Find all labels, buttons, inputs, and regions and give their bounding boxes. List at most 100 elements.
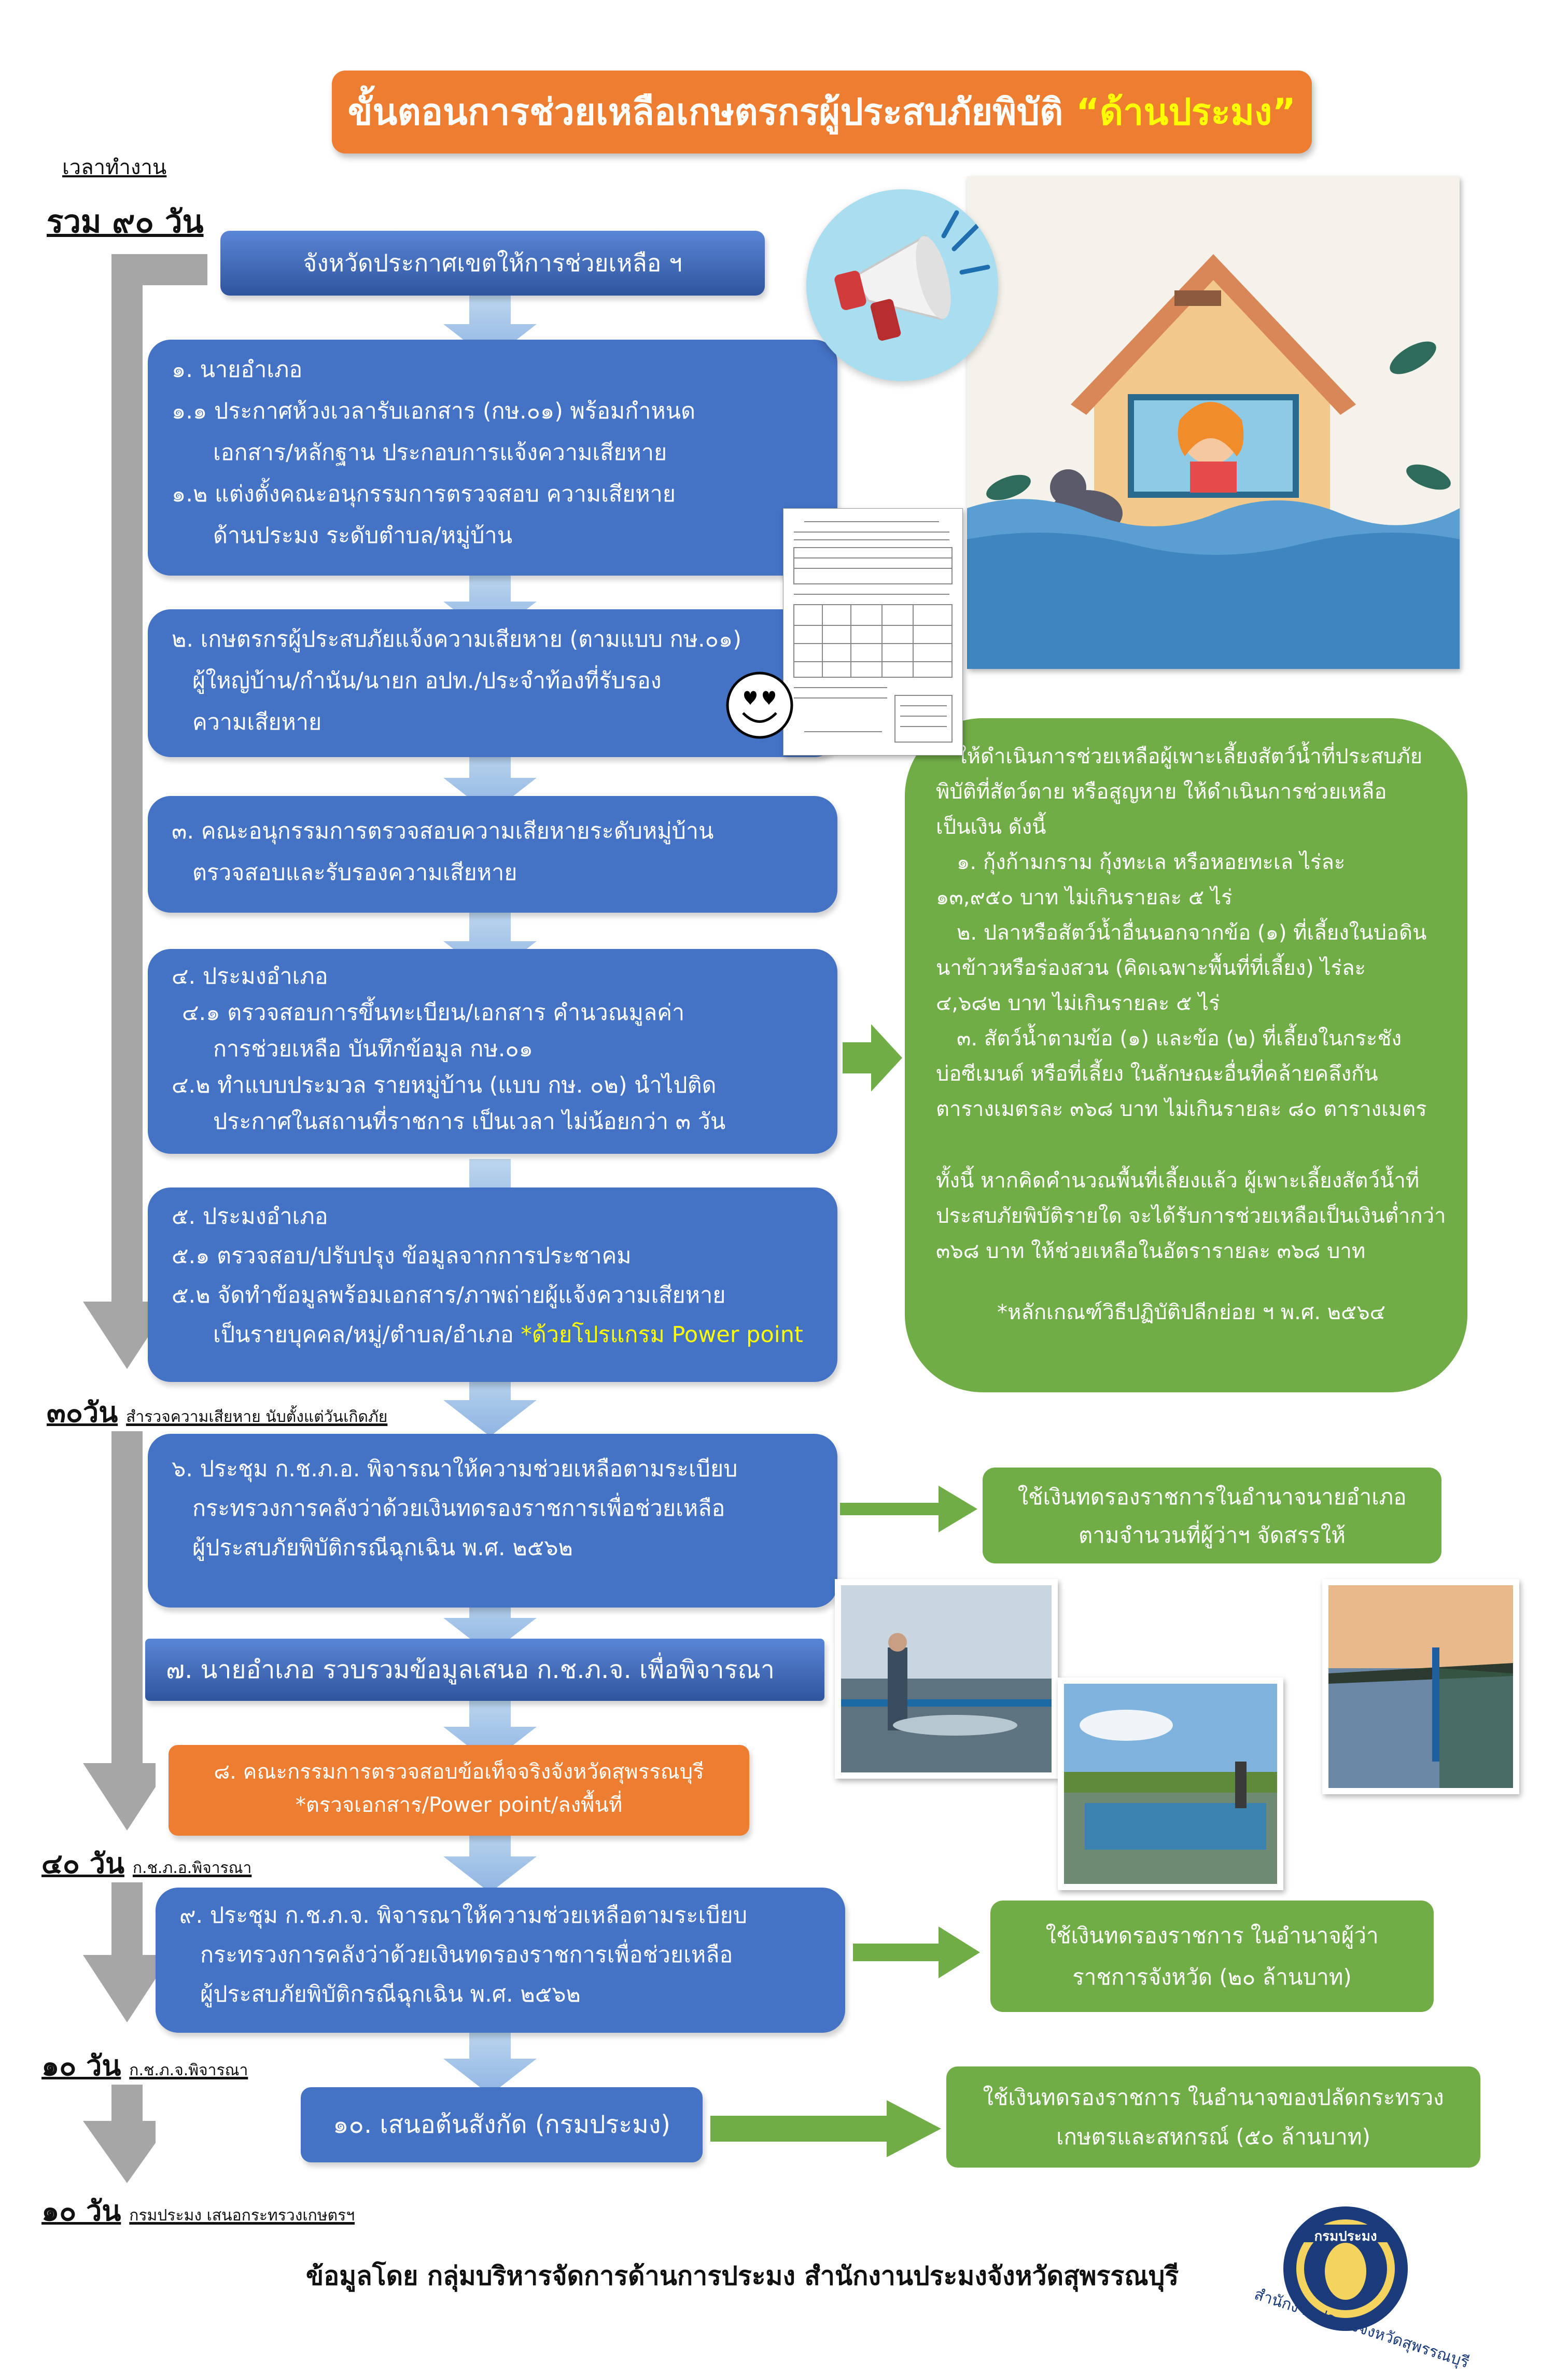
fund-2-line-1: ใช้เงินทดรองราชการ ในอำนาจผู้ว่า bbox=[1045, 1923, 1379, 1948]
criteria-line-14: ๓๖๘ บาท ให้ช่วยเหลือในอัตรารายละ ๓๖๘ บาท bbox=[936, 1239, 1366, 1263]
fund-2-box: ใช้เงินทดรองราชการ ในอำนาจผู้ว่า ราชการจ… bbox=[990, 1901, 1434, 2012]
timeline-arrow-10a bbox=[83, 1882, 156, 2022]
flow-arrow-3 bbox=[443, 747, 537, 814]
step-4-line-1: ๔. ประมงอำเภอ bbox=[172, 963, 328, 989]
step-8-line-1: ๘. คณะกรรมการตรวจสอบข้อเท็จจริงจังหวัดสุ… bbox=[214, 1760, 704, 1784]
step-4-line-4: ๔.๒ ทำแบบประมวล รายหมู่บ้าน (แบบ กษ. ๐๒)… bbox=[172, 1072, 717, 1098]
criteria-footnote: *หลักเกณฑ์วิธีปฏิบัติปลีกย่อย ฯ พ.ศ. ๒๕๖… bbox=[997, 1301, 1385, 1324]
step-7-text: ๗. นายอำเภอ รวบรวมข้อมูลเสนอ ก.ช.ภ.จ. เพ… bbox=[166, 1655, 775, 1684]
step-10-text: ๑๐. เสนอต้นสังกัด (กรมประมง) bbox=[333, 2110, 670, 2139]
fund-2-line-2: ราชการจังหวัด (๒๐ ล้านบาท) bbox=[1072, 1964, 1352, 1990]
criteria-line-10: บ่อซีเมนต์ หรือที่เลี้ยง ในลักษณะอื่นที่… bbox=[936, 1062, 1378, 1086]
step-2-line-1: ๒. เกษตรกรผู้ประสบภัยแจ้งความเสียหาย (ตา… bbox=[172, 626, 741, 652]
flow-arrow-1 bbox=[443, 293, 537, 360]
fund-1-line-2: ตามจำนวนที่ผู้ว่าฯ จัดสรรให้ bbox=[1079, 1522, 1346, 1548]
step-1-box: ๑. นายอำเภอ ๑.๑ ประกาศห้วงเวลารับเอกสาร … bbox=[148, 340, 837, 576]
step-6-box: ๖. ประชุม ก.ช.ภ.อ. พิจารณาให้ความช่วยเหล… bbox=[148, 1434, 837, 1608]
step-5-line-1: ๕. ประมงอำเภอ bbox=[172, 1204, 328, 1230]
timeline-total: รวม ๙๐ วัน bbox=[47, 204, 204, 240]
step-6-line-2: กระทรวงการคลังว่าด้วยเงินทดรองราชการเพื่… bbox=[192, 1496, 725, 1521]
criteria-line-6: ๒. ปลาหรือสัตว์น้ำอื่นนอกจากข้อ (๑) ที่เ… bbox=[957, 921, 1427, 945]
step-1-line-3: เอกสาร/หลักฐาน ประกอบการแจ้งความเสียหาย bbox=[213, 440, 667, 466]
step-1-line-5: ด้านประมง ระดับตำบล/หมู่บ้าน bbox=[213, 523, 513, 549]
fund-1-box: ใช้เงินทดรองราชการในอำนาจนายอำเภอ ตามจำน… bbox=[983, 1468, 1441, 1563]
timeline-10-days-a: ๑๐ วันก.ช.ภ.จ.พิจารณา bbox=[41, 2049, 248, 2082]
title-highlight: “ด้านประมง” bbox=[1075, 91, 1296, 133]
step-3-line-2: ตรวจสอบและรับรองความเสียหาย bbox=[192, 860, 517, 886]
criteria-line-4: ๑. กุ้งก้ามกราม กุ้งทะเล หรือหอยทะเล ไร่… bbox=[957, 850, 1346, 874]
criteria-line-12: ทั้งนี้ หากคิดคำนวณพื้นที่เลี้ยงแล้ว ผู้… bbox=[936, 1169, 1420, 1193]
step-4-box: ๔. ประมงอำเภอ ๔.๑ ตรวจสอบการขึ้นทะเบียน/… bbox=[148, 949, 837, 1154]
fund-3-box: ใช้เงินทดรองราชการ ในอำนาจของปลัดกระทรวง… bbox=[946, 2066, 1480, 2168]
criteria-line-1: ให้ดำเนินการช่วยเหลือผู้เพาะเลี้ยงสัตว์น… bbox=[957, 745, 1423, 769]
timeline-arrow-10b bbox=[83, 2085, 156, 2183]
step-9-box: ๙. ประชุม ก.ช.ภ.จ. พิจารณาให้ความช่วยเหล… bbox=[156, 1888, 845, 2033]
fund-3-line-1: ใช้เงินทดรองราชการ ในอำนาจของปลัดกระทรวง bbox=[983, 2085, 1444, 2110]
step-4-line-2: ๔.๑ ตรวจสอบการขึ้นทะเบียน/เอกสาร คำนวณมู… bbox=[182, 1000, 685, 1026]
step-6-line-3: ผู้ประสบภัยพิบัติกรณีฉุกเฉิน พ.ศ. ๒๕๖๒ bbox=[192, 1535, 573, 1561]
step-4-line-3: การช่วยเหลือ บันทึกข้อมูล กษ.๐๑ bbox=[213, 1036, 533, 1062]
assistance-criteria-box: ให้ดำเนินการช่วยเหลือผู้เพาะเลี้ยงสัตว์น… bbox=[905, 718, 1467, 1392]
criteria-line-9: ๓. สัตว์น้ำตามข้อ (๑) และข้อ (๒) ที่เลี้… bbox=[957, 1027, 1402, 1051]
criteria-line-2: พิบัติที่สัตว์ตาย หรือสูญหาย ให้ดำเนินกา… bbox=[936, 780, 1387, 804]
timeline-40-days: ๔๐ วันก.ช.ภ.อ.พิจารณา bbox=[41, 1847, 252, 1880]
flow-arrow-4 bbox=[443, 910, 537, 977]
criteria-line-8: ๔,๖๘๒ บาท ไม่เกินรายละ ๕ ไร่ bbox=[936, 991, 1220, 1015]
step-9-line-1: ๙. ประชุม ก.ช.ภ.จ. พิจารณาให้ความช่วยเหล… bbox=[179, 1903, 748, 1929]
step-9-line-2: กระทรวงการคลังว่าด้วยเงินทดรองราชการเพื่… bbox=[200, 1942, 733, 1968]
flow-arrow-8 bbox=[443, 1696, 537, 1763]
fund-1-line-1: ใช้เงินทดรองราชการในอำนาจนายอำเภอ bbox=[1017, 1484, 1407, 1510]
flow-arrow-9 bbox=[443, 1825, 537, 1893]
step-5-program-note: *ด้วยโปรแกรม Power point bbox=[521, 1322, 803, 1348]
department-seal: กรมประมง bbox=[1281, 2204, 1410, 2334]
timeline-10-days-b: ๑๐ วันกรมประมง เสนอกระทรวงเกษตรฯ bbox=[41, 2195, 355, 2227]
step-5-line-2: ๕.๑ ตรวจสอบ/ปรับปรุง ข้อมูลจากการประชาคม bbox=[172, 1243, 632, 1269]
arrow-to-fund-1 bbox=[840, 1486, 977, 1532]
heart-eyes-smiley-icon bbox=[723, 669, 796, 742]
fish-pond-photo-1 bbox=[835, 1579, 1058, 1779]
step-2-line-3: ความเสียหาย bbox=[192, 709, 322, 735]
flow-arrow-2 bbox=[443, 570, 537, 638]
flood-illustration bbox=[967, 176, 1460, 669]
step-0-box: จังหวัดประกาศเขตให้การช่วยเหลือ ฯ bbox=[220, 231, 765, 296]
fund-3-line-2: เกษตรและสหกรณ์ (๕๐ ล้านบาท) bbox=[1056, 2124, 1370, 2149]
step-8-line-2: *ตรวจเอกสาร/Power point/ลงพื้นที่ bbox=[295, 1793, 623, 1817]
arrow-to-fund-2 bbox=[853, 1926, 980, 1978]
step-7-box: ๗. นายอำเภอ รวบรวมข้อมูลเสนอ ก.ช.ภ.จ. เพ… bbox=[145, 1639, 824, 1701]
timeline-30-days: ๓๐วันสำรวจความเสียหาย นับตั้งแต่วันเกิดภ… bbox=[47, 1396, 388, 1429]
page-title: ขั้นตอนการช่วยเหลือเกษตรกรผู้ประสบภัยพิบ… bbox=[332, 71, 1312, 153]
step-0-text: จังหวัดประกาศเขตให้การช่วยเหลือ ฯ bbox=[303, 249, 682, 277]
step-5-line-4: เป็นรายบุคคล/หมู่/ตำบล/อำเภอ *ด้วยโปรแกร… bbox=[213, 1322, 803, 1348]
step-2-box: ๒. เกษตรกรผู้ประสบภัยแจ้งความเสียหาย (ตา… bbox=[148, 609, 837, 757]
arrow-to-criteria bbox=[843, 1024, 902, 1092]
step-1-line-2: ๑.๑ ประกาศห้วงเวลารับเอกสาร (กษ.๐๑) พร้อ… bbox=[172, 398, 696, 424]
step-2-line-2: ผู้ใหญ่บ้าน/กำนัน/นายก อปท./ประจำท้องที่… bbox=[192, 668, 662, 694]
title-main: ขั้นตอนการช่วยเหลือเกษตรกรผู้ประสบภัยพิบ… bbox=[347, 91, 1076, 133]
criteria-line-5: ๑๓,๙๕๐ บาท ไม่เกินรายละ ๕ ไร่ bbox=[936, 886, 1233, 910]
step-10-box: ๑๐. เสนอต้นสังกัด (กรมประมง) bbox=[301, 2087, 703, 2162]
flow-arrow-6 bbox=[443, 1369, 537, 1436]
timeline-header: เวลาทำงาน bbox=[62, 156, 167, 179]
fish-cage-photo bbox=[1058, 1678, 1283, 1890]
criteria-line-7: นาข้าวหรือร่องสวน (คิดเฉพาะพื้นที่ที่เลี… bbox=[936, 956, 1366, 980]
megaphone-icon bbox=[806, 189, 998, 381]
step-6-line-1: ๖. ประชุม ก.ช.ภ.อ. พิจารณาให้ความช่วยเหล… bbox=[172, 1456, 738, 1482]
step-5-line-3: ๕.๒ จัดทำข้อมูลพร้อมเอกสาร/ภาพถ่ายผู้แจ้… bbox=[172, 1282, 726, 1308]
seal-top-text: กรมประมง bbox=[1314, 2229, 1377, 2244]
criteria-line-3: เป็นเงิน ดังนี้ bbox=[936, 815, 1046, 839]
criteria-line-13: ประสบภัยพิบัติรายใด จะได้รับการช่วยเหลือ… bbox=[936, 1204, 1446, 1228]
step-4-line-5: ประกาศในสถานที่ราชการ เป็นเวลา ไม่น้อยกว… bbox=[213, 1109, 726, 1135]
step-3-line-1: ๓. คณะอนุกรรมการตรวจสอบความเสียหายระดับห… bbox=[172, 818, 714, 844]
arrow-to-fund-3 bbox=[710, 2100, 941, 2157]
criteria-line-11: ตารางเมตรละ ๓๖๘ บาท ไม่เกินรายละ ๘๐ ตารา… bbox=[936, 1097, 1427, 1121]
step-9-line-3: ผู้ประสบภัยพิบัติกรณีฉุกเฉิน พ.ศ. ๒๕๖๒ bbox=[200, 1981, 581, 2007]
step-8-box: ๘. คณะกรรมการตรวจสอบข้อเท็จจริงจังหวัดสุ… bbox=[169, 1745, 749, 1836]
flow-arrow-7 bbox=[443, 1587, 537, 1654]
step-1-line-4: ๑.๒ แต่งตั้งคณะอนุกรรมการตรวจสอบ ความเสี… bbox=[172, 481, 676, 507]
step-5-box: ๕. ประมงอำเภอ ๕.๑ ตรวจสอบ/ปรับปรุง ข้อมู… bbox=[148, 1188, 837, 1382]
flow-arrow-10 bbox=[443, 2028, 537, 2095]
form-document-thumbnail bbox=[783, 508, 963, 756]
step-3-box: ๓. คณะอนุกรรมการตรวจสอบความเสียหายระดับห… bbox=[148, 796, 837, 913]
timeline-arrow-30 bbox=[83, 254, 207, 1369]
timeline-arrow-40 bbox=[83, 1431, 156, 1831]
